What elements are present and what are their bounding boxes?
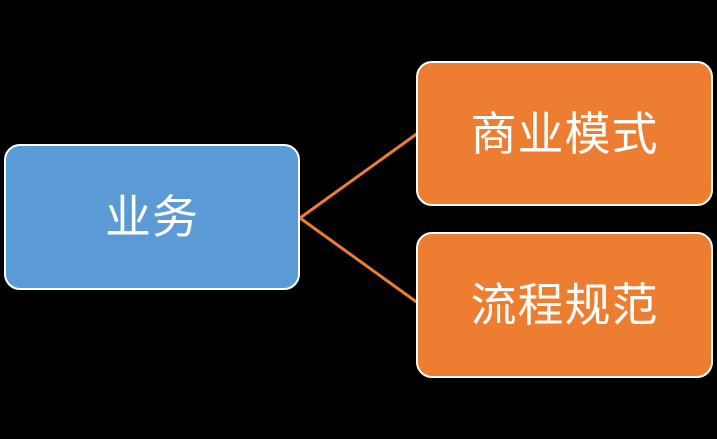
node-process-standards: 流程规范	[416, 232, 713, 378]
connector-line-top	[299, 131, 419, 220]
connector-line-bottom	[299, 216, 419, 305]
node-business-model-label: 商业模式	[470, 106, 659, 161]
node-process-standards-label: 流程规范	[470, 278, 659, 332]
node-business-label: 业务	[105, 190, 199, 244]
node-business-model: 商业模式	[416, 61, 713, 206]
node-business: 业务	[4, 144, 300, 290]
